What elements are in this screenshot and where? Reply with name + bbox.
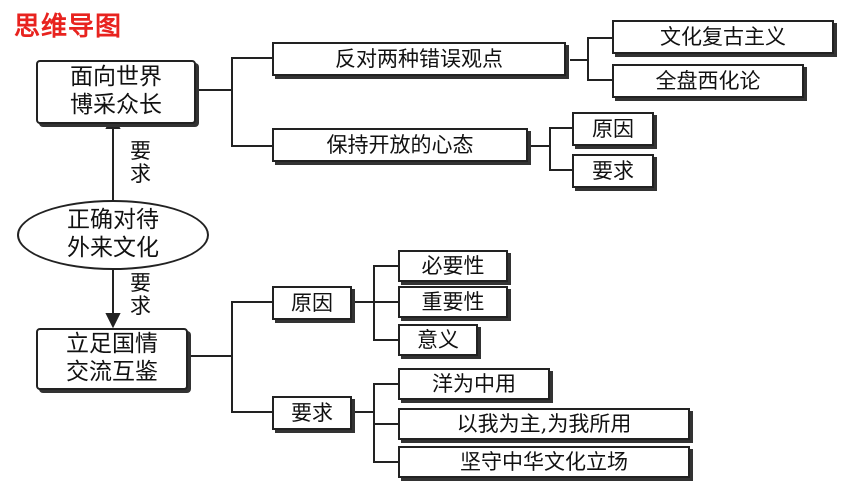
reason-item-2: 重要性	[398, 286, 508, 318]
open-item-1: 原因	[572, 112, 654, 146]
connector-open	[530, 127, 572, 171]
arrow-down-label: 要 求	[130, 271, 151, 319]
connector-require	[352, 383, 398, 463]
connector-oppose	[570, 37, 612, 81]
top-node: 面向世界 博采众长	[36, 60, 196, 124]
oppose-node: 反对两种错误观点	[272, 42, 566, 76]
center-node-line2: 外来文化	[67, 235, 159, 261]
connector-top-node	[196, 57, 272, 147]
arrow-up-label: 要 求	[130, 139, 151, 187]
connector-bottom-node	[188, 301, 272, 413]
diagram-title: 思维导图	[14, 12, 123, 42]
top-node-line2: 博采众长	[70, 92, 162, 118]
oppose-item-2: 全盘西化论	[612, 64, 804, 98]
oppose-item-1: 文化复古主义	[612, 20, 834, 54]
center-node: 正确对待 外来文化	[17, 200, 209, 270]
center-node-line1: 正确对待	[67, 207, 159, 234]
open-node: 保持开放的心态	[272, 128, 528, 162]
open-item-2: 要求	[572, 154, 654, 188]
require-item-1: 洋为中用	[398, 368, 550, 400]
bottom-node: 立足国情 交流互鉴	[36, 328, 188, 390]
require-node: 要求	[272, 396, 352, 430]
reason-item-3: 意义	[398, 324, 478, 356]
bottom-node-line2: 交流互鉴	[66, 359, 158, 385]
require-item-3: 坚守中华文化立场	[398, 446, 690, 478]
connector-reason	[352, 265, 398, 341]
top-node-line1: 面向世界	[70, 64, 162, 91]
require-item-2: 以我为主,为我所用	[398, 408, 690, 440]
reason-item-1: 必要性	[398, 250, 508, 282]
reason-node: 原因	[272, 286, 352, 320]
arrow-down-head	[105, 313, 121, 329]
bottom-node-line1: 立足国情	[66, 331, 158, 358]
